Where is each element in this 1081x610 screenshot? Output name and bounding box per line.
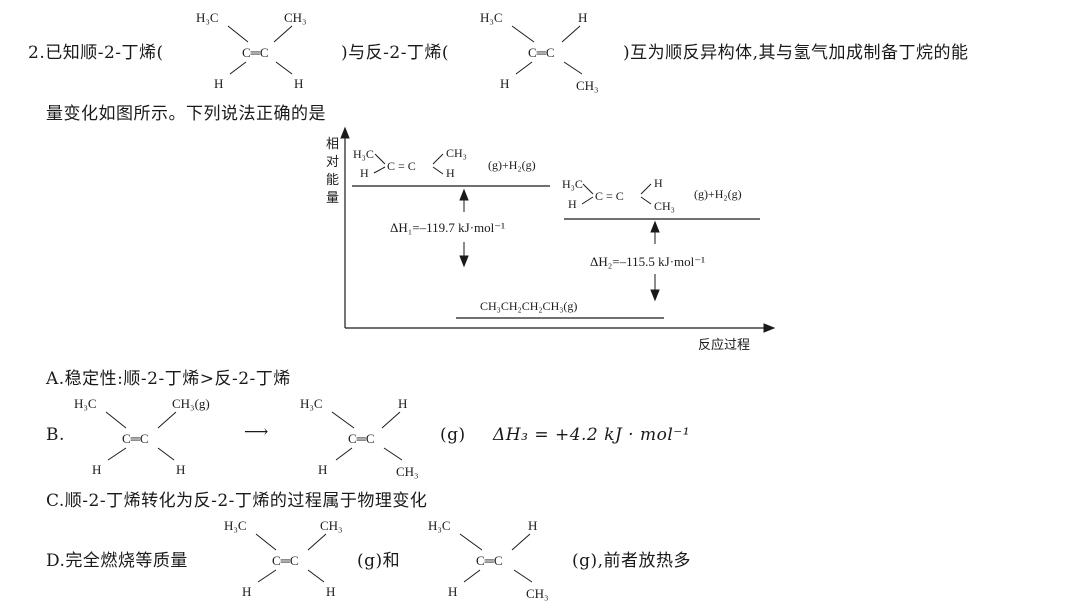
svg-text:H: H <box>448 584 457 599</box>
svg-text:(g)+H₂(g): (g)+H₂(g) <box>488 158 536 172</box>
y-axis-arrow <box>340 126 350 139</box>
svg-text:CH₃: CH₃ <box>526 586 549 601</box>
svg-text:H: H <box>318 462 327 477</box>
svg-text:CH₃: CH₃ <box>396 464 419 479</box>
svg-text:H: H <box>528 518 537 533</box>
dh1-label: ΔH₁=–119.7 kJ·mol⁻¹ <box>390 220 505 235</box>
question-mid: )与反-2-丁烯( <box>341 43 450 63</box>
reaction-arrow: ⟶ <box>244 422 269 442</box>
dh2-label: ΔH₂=–115.5 kJ·mol⁻¹ <box>590 254 705 269</box>
svg-text:H₃C: H₃C <box>300 396 323 411</box>
y-axis-label-char: 能 <box>326 172 339 187</box>
trans-2-butene-structure: H₃C H C═C H CH₃ <box>290 390 440 479</box>
trans-2-butene-structure: H₃C H C═C H CH₃ <box>472 4 622 93</box>
h-label: H <box>500 76 509 91</box>
svg-text:H: H <box>92 462 101 477</box>
double-bond-label: C═C <box>242 45 269 60</box>
y-axis-label-char: 对 <box>326 154 339 169</box>
option-c: C.顺-2-丁烯转化为反-2-丁烯的过程属于物理变化 <box>46 491 428 511</box>
x-axis-label: 反应过程 <box>698 337 750 352</box>
h-label: H <box>214 76 223 91</box>
svg-text:H₃C: H₃C <box>562 177 583 191</box>
question-intro: 2.已知顺-2-丁烯( <box>28 43 164 63</box>
y-axis-label-char: 量 <box>326 190 339 205</box>
trans-energy-level-label: H₃C H C = C H CH₃ (g)+H₂(g) <box>562 176 742 213</box>
trans-2-butene-structure: H₃C H C═C H CH₃ <box>420 512 570 601</box>
svg-text:H₃C: H₃C <box>224 518 247 533</box>
svg-text:C═C: C═C <box>476 553 503 568</box>
option-a: A.稳定性:顺-2-丁烯>反-2-丁烯 <box>46 369 291 389</box>
svg-text:CH₃(g): CH₃(g) <box>172 396 210 411</box>
h3c-label: H₃C <box>480 10 503 25</box>
svg-text:C = C: C = C <box>595 189 624 203</box>
svg-text:H: H <box>654 176 663 190</box>
svg-text:(g)+H₂(g): (g)+H₂(g) <box>694 187 742 201</box>
svg-text:H: H <box>326 584 335 599</box>
option-b-state: (g) <box>440 425 466 445</box>
svg-text:CH₃: CH₃ <box>654 199 675 213</box>
svg-text:C═C: C═C <box>272 553 299 568</box>
h-label: H <box>294 76 303 91</box>
h-label: H <box>578 10 587 25</box>
svg-text:CH₃: CH₃ <box>446 146 467 160</box>
svg-text:C═C: C═C <box>348 431 375 446</box>
svg-text:C═C: C═C <box>122 431 149 446</box>
svg-text:CH₃: CH₃ <box>320 518 343 533</box>
svg-text:H₃C: H₃C <box>353 147 374 161</box>
svg-text:H: H <box>176 462 185 477</box>
cis-2-butene-structure: H₃C CH₃ C═C H H <box>214 512 354 600</box>
energy-diagram: 相 对 能 量 反应过程 H₃C H C = C CH₃ H (g)+H₂(g)… <box>326 126 776 352</box>
ch3-label: CH₃ <box>576 78 599 93</box>
question-line2: 量变化如图所示。下列说法正确的是 <box>46 104 326 124</box>
svg-text:H: H <box>568 197 577 211</box>
y-axis-label-char: 相 <box>326 136 339 151</box>
svg-text:H: H <box>398 396 407 411</box>
svg-text:H: H <box>360 166 369 180</box>
svg-text:C = C: C = C <box>387 159 416 173</box>
svg-text:H₃C: H₃C <box>74 396 97 411</box>
product-label: CH₃CH₂CH₂CH₃(g) <box>480 299 577 313</box>
option-b-enthalpy: ΔH₃ = +4.2 kJ · mol⁻¹ <box>493 425 691 445</box>
option-d-mid: (g)和 <box>357 551 401 571</box>
option-b-label: B. <box>46 425 65 445</box>
cis-energy-level-label: H₃C H C = C CH₃ H (g)+H₂(g) <box>353 146 536 180</box>
cis-2-butene-structure: H₃C CH₃(g) C═C H H <box>64 390 234 478</box>
h3c-label: H₃C <box>196 10 219 25</box>
option-d-tail: (g),前者放热多 <box>572 551 692 571</box>
svg-text:H₃C: H₃C <box>428 518 451 533</box>
double-bond-label: C═C <box>528 45 555 60</box>
cis-2-butene-structure: H₃C CH₃ C═C H H <box>188 4 328 92</box>
svg-text:H: H <box>446 166 455 180</box>
ch3-label: CH₃ <box>284 10 307 25</box>
option-d-label: D.完全燃烧等质量 <box>46 551 188 571</box>
question-tail: )互为顺反异构体,其与氢气加成制备丁烷的能 <box>623 43 969 63</box>
svg-text:H: H <box>242 584 251 599</box>
x-axis-arrow <box>763 323 776 333</box>
